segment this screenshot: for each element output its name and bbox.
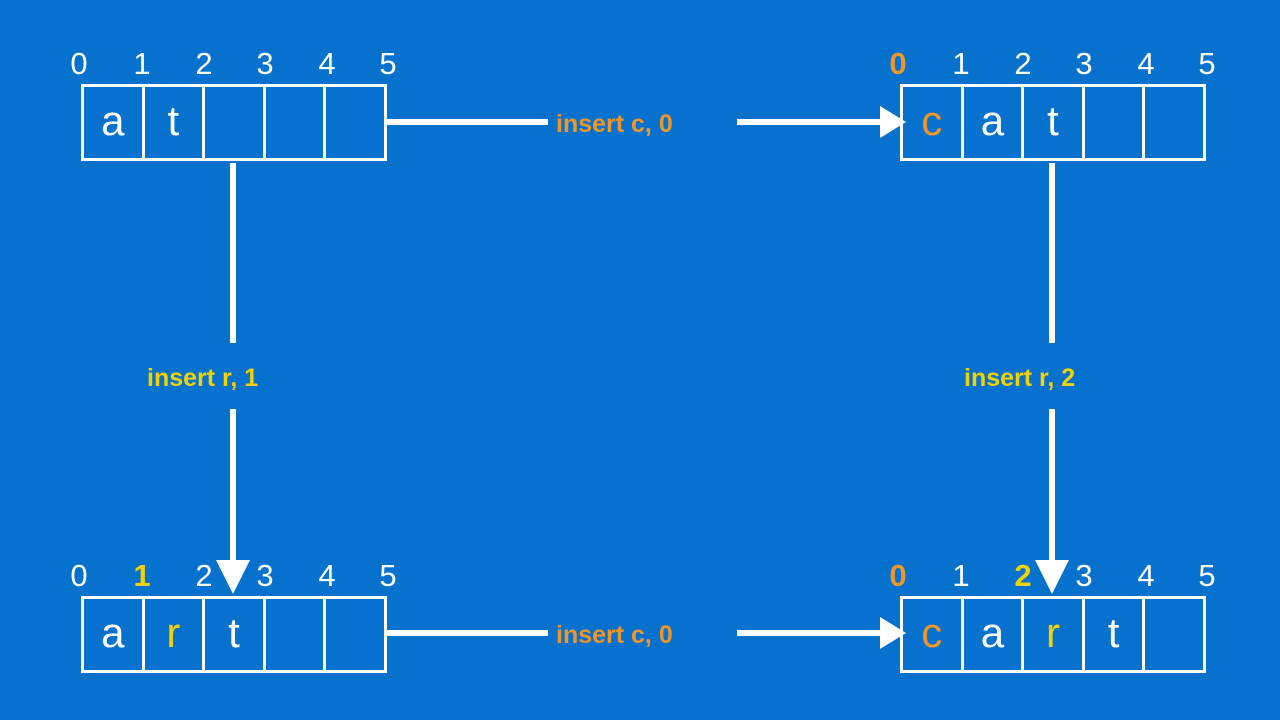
index-label-5: 5: [379, 46, 397, 81]
array-cells-top-left: a t: [81, 84, 387, 161]
array-cell: [266, 87, 327, 158]
array-cell: [1145, 599, 1203, 670]
index-label-5: 5: [379, 558, 397, 593]
transition-label-bottom-horizontal: insert c, 0: [556, 621, 673, 649]
index-label-2: 2: [195, 46, 213, 81]
arrow-top-horizontal-right-segment: [737, 106, 906, 138]
transition-label-right-vertical: insert r, 2: [964, 364, 1076, 392]
array-top-right: 0 1 2 3 4 5 c a t: [889, 44, 1216, 161]
index-label-5: 5: [1198, 46, 1216, 81]
index-label-0: 0: [70, 46, 88, 81]
array-cell: t: [1024, 87, 1085, 158]
index-row-bottom-right: 0 1 2 3 4 5: [889, 556, 1215, 596]
index-label-3: 3: [1075, 46, 1093, 81]
array-cell: a: [84, 87, 145, 158]
index-label-1: 1: [952, 558, 970, 593]
index-label-2: 2: [195, 558, 213, 593]
index-label-4: 4: [318, 46, 336, 81]
array-cell: t: [145, 87, 206, 158]
index-label-2: 2: [1014, 558, 1032, 593]
index-row-top-left: 0 1 2 3 4 5: [70, 44, 396, 84]
array-top-left: 0 1 2 3 4 5 a t: [70, 44, 397, 161]
array-cells-bottom-left: a r t: [81, 596, 387, 673]
array-cell: [1085, 87, 1146, 158]
array-cell: c: [903, 87, 964, 158]
array-cell: t: [205, 599, 266, 670]
index-row-top-right: 0 1 2 3 4 5: [889, 44, 1215, 84]
index-row-bottom-left: 0 1 2 3 4 5: [70, 556, 396, 596]
index-label-1: 1: [952, 46, 970, 81]
transition-label-left-vertical: insert r, 1: [147, 364, 259, 392]
index-label-3: 3: [1075, 558, 1093, 593]
array-cell: a: [964, 87, 1025, 158]
index-label-1: 1: [133, 46, 151, 81]
array-bottom-left: 0 1 2 3 4 5 a r t: [70, 556, 397, 673]
array-cell: t: [1085, 599, 1146, 670]
array-cell: r: [145, 599, 206, 670]
array-cell: [326, 87, 384, 158]
index-label-0: 0: [70, 558, 88, 593]
transition-label-top-horizontal: insert c, 0: [556, 110, 673, 138]
array-cell: c: [903, 599, 964, 670]
array-cell: [326, 599, 384, 670]
index-label-5: 5: [1198, 558, 1216, 593]
index-label-4: 4: [1137, 46, 1155, 81]
index-label-0: 0: [889, 46, 907, 81]
array-cell: r: [1024, 599, 1085, 670]
array-bottom-right: 0 1 2 3 4 5 c a r t: [889, 556, 1216, 673]
array-cell: a: [964, 599, 1025, 670]
array-cell: [266, 599, 327, 670]
array-cell: [205, 87, 266, 158]
index-label-4: 4: [1137, 558, 1155, 593]
array-cells-bottom-right: c a r t: [900, 596, 1206, 673]
array-cell: a: [84, 599, 145, 670]
index-label-4: 4: [318, 558, 336, 593]
index-label-0: 0: [889, 558, 907, 593]
index-label-1: 1: [133, 558, 151, 593]
index-label-3: 3: [256, 46, 274, 81]
index-label-2: 2: [1014, 46, 1032, 81]
arrow-bottom-horizontal-right-segment: [737, 617, 906, 649]
array-cells-top-right: c a t: [900, 84, 1206, 161]
array-cell: [1145, 87, 1203, 158]
index-label-3: 3: [256, 558, 274, 593]
